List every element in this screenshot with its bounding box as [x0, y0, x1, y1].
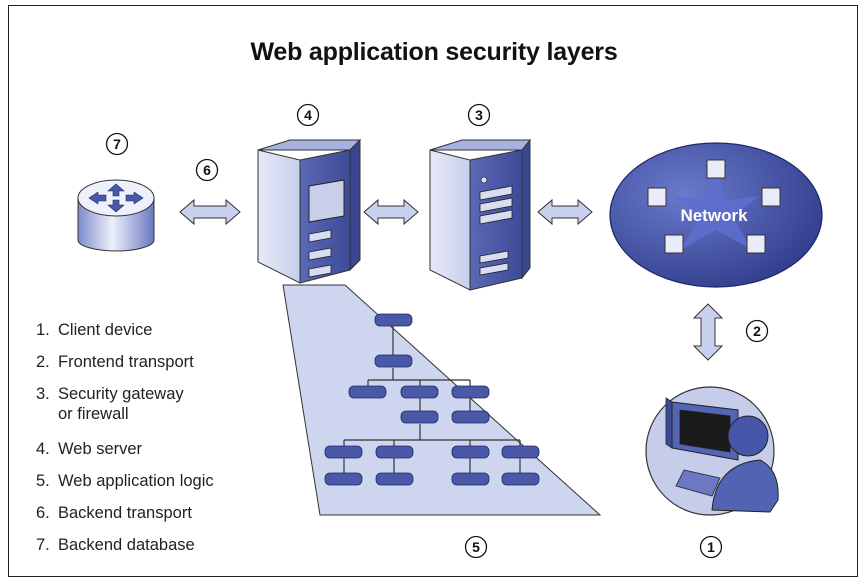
tree-node — [451, 472, 490, 486]
tree-node — [451, 410, 490, 424]
svg-text:4: 4 — [304, 107, 312, 123]
legend-item: 5.Web application logic — [36, 472, 214, 490]
tree-node — [324, 445, 363, 459]
legend-item: 2.Frontend transport — [36, 353, 194, 371]
tree-node — [451, 445, 490, 459]
legend-item: 4.Web server — [36, 440, 143, 458]
database-router-icon — [77, 179, 155, 252]
tree-node — [374, 313, 413, 327]
tree-node — [501, 472, 540, 486]
tree-node — [451, 385, 490, 399]
svg-text:3: 3 — [475, 107, 483, 123]
tree-node — [375, 445, 414, 459]
tree-node — [324, 472, 363, 486]
network-icon: Network — [609, 142, 823, 288]
badge-3: 3 — [467, 103, 491, 127]
double-arrow-icon — [363, 198, 419, 226]
tree-node — [400, 385, 439, 399]
tree-node — [348, 385, 387, 399]
tree-node — [375, 472, 414, 486]
web-server-icon — [257, 138, 362, 284]
legend-item: 7.Backend database — [36, 536, 195, 554]
badge-7: 7 — [105, 132, 129, 156]
double-arrow-icon — [179, 198, 241, 226]
badge-4: 4 — [296, 103, 320, 127]
svg-text:2: 2 — [753, 323, 761, 339]
tree-node — [374, 354, 413, 368]
tree-node — [501, 445, 540, 459]
legend-item: 6.Backend transport — [36, 504, 192, 522]
legend-list: 1.Client device 2.Frontend transport 3.S… — [36, 320, 214, 567]
badge-5: 5 — [464, 535, 488, 559]
legend-item: 1.Client device — [36, 321, 153, 339]
svg-text:6: 6 — [203, 162, 211, 178]
network-label: Network — [680, 206, 748, 225]
tree-node — [400, 410, 439, 424]
badge-2: 2 — [745, 319, 769, 343]
badge-1: 1 — [699, 535, 723, 559]
double-arrow-icon — [692, 303, 724, 361]
diagram-title: Web application security layers — [250, 38, 618, 66]
badge-6: 6 — [195, 158, 219, 182]
svg-text:5: 5 — [472, 539, 480, 555]
svg-text:1: 1 — [707, 539, 715, 555]
client-user-icon — [645, 386, 779, 516]
gateway-server-icon — [429, 138, 532, 291]
app-logic-tree-nodes — [324, 313, 540, 486]
svg-text:7: 7 — [113, 136, 121, 152]
double-arrow-icon — [537, 198, 593, 226]
